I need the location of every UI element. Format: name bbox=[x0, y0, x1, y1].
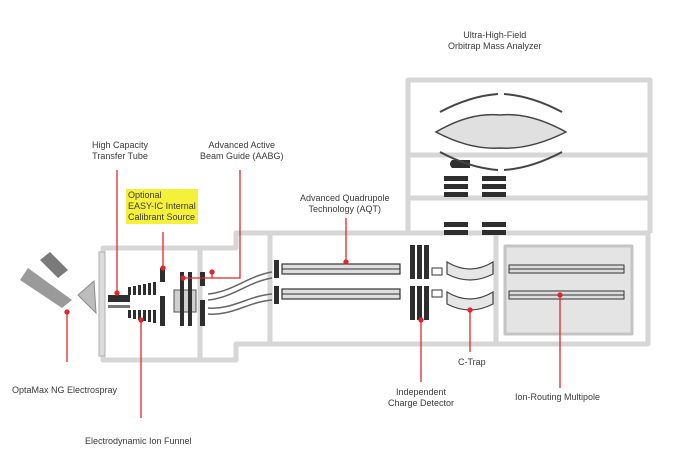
quadrupole-rods bbox=[274, 260, 401, 304]
transfer-tube bbox=[108, 295, 130, 308]
electrospray-source bbox=[20, 251, 106, 357]
beam-guide bbox=[207, 271, 273, 315]
c-trap bbox=[446, 260, 494, 311]
ion-funnel bbox=[128, 282, 156, 323]
transfer-lenses bbox=[444, 160, 506, 235]
label-c-trap: C-Trap bbox=[458, 357, 486, 367]
easy-ic-source bbox=[160, 268, 205, 326]
label-ion-funnel: Electrodynamic Ion Funnel bbox=[85, 436, 192, 446]
orbitrap-analyzer bbox=[434, 93, 568, 171]
label-multipole: Ion-Routing Multipole bbox=[515, 392, 601, 402]
charge-detector bbox=[410, 245, 443, 320]
label-electrospray: OptaMax NG Electrospray bbox=[12, 385, 118, 395]
ion-routing-multipole bbox=[508, 264, 625, 300]
callout-lines bbox=[64, 170, 563, 418]
